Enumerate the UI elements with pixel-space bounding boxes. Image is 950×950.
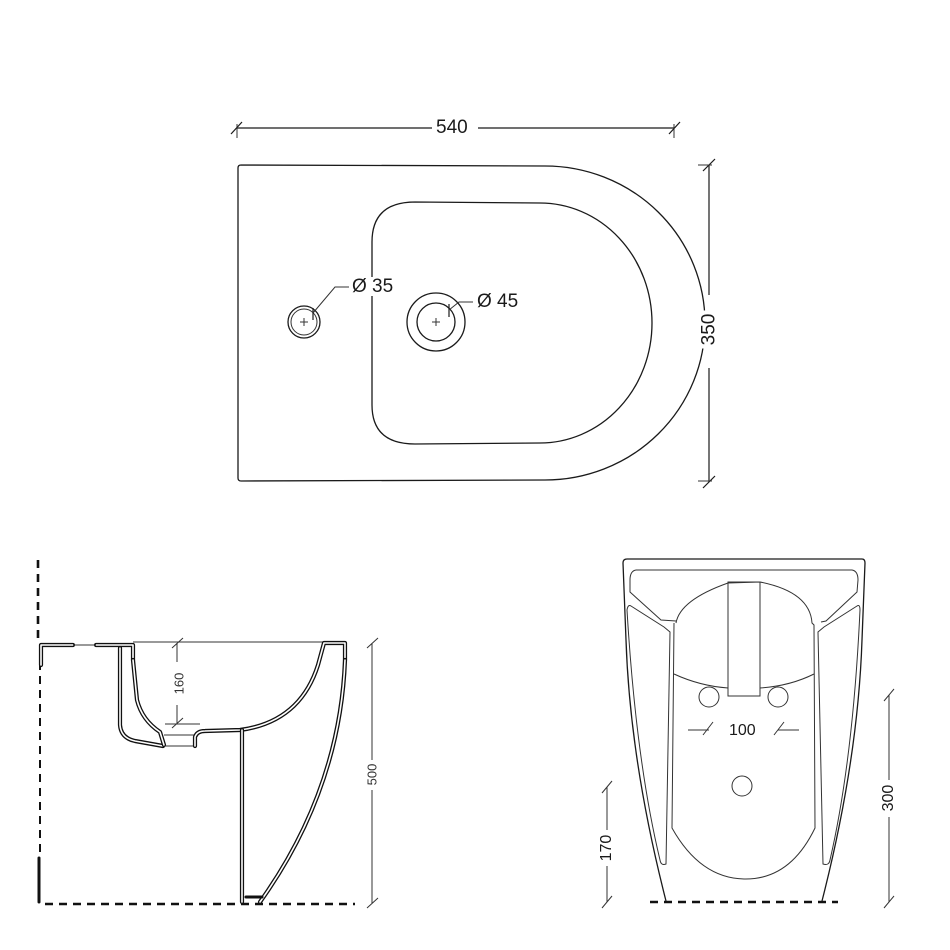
bowl-depth-dimension-line bbox=[165, 637, 200, 729]
inlet-height-label: 170 bbox=[598, 834, 615, 862]
hole-spacing-label: 100 bbox=[729, 722, 756, 739]
height-dimension-line bbox=[366, 637, 379, 909]
inlet-hole-left bbox=[698, 686, 720, 708]
bidet-outer-outline bbox=[237, 164, 706, 482]
drain-diameter-label: Ø 45 bbox=[477, 291, 519, 312]
width-dimension-line bbox=[230, 121, 681, 138]
spout-column bbox=[727, 581, 761, 697]
outlet-hole bbox=[731, 775, 753, 797]
tap-hole bbox=[287, 286, 349, 339]
outlet-height-label: 300 bbox=[880, 784, 897, 812]
tap-hole-diameter-label: Ø 35 bbox=[352, 276, 394, 297]
drain-hole bbox=[406, 292, 473, 352]
inlet-hole-right bbox=[767, 686, 789, 708]
hole-spacing-dimension-line bbox=[688, 721, 799, 736]
outlet-height-dimension-line bbox=[883, 688, 895, 909]
inlet-height-dimension-line bbox=[601, 780, 613, 909]
bidet-bowl-front-outline bbox=[671, 581, 816, 880]
width-label: 540 bbox=[436, 117, 468, 138]
depth-dimension-line bbox=[698, 158, 716, 489]
bidet-front-outline bbox=[622, 558, 866, 902]
bidet-bowl-outline bbox=[371, 201, 653, 445]
